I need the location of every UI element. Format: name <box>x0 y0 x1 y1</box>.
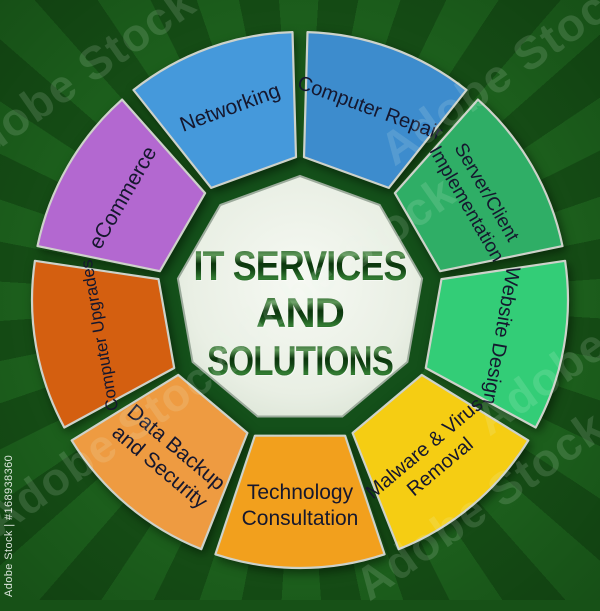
segment-technology-consultation <box>214 434 386 570</box>
segment-computer-upgrades <box>30 259 176 429</box>
center-title-line-3: SOLUTIONS <box>207 337 393 384</box>
center-title-line-1: IT SERVICES <box>194 242 407 289</box>
stock-credit: Adobe Stock | #168938360 <box>3 454 15 597</box>
segment-server-client-implementation <box>393 98 564 273</box>
segment-computer-repair <box>302 31 468 189</box>
segment-networking <box>132 31 298 189</box>
segment-data-backup-and-security <box>70 373 249 551</box>
segment-ecommerce <box>36 98 207 273</box>
center-polygon <box>176 174 424 418</box>
center-title-line-2: AND <box>256 289 344 336</box>
segment-malware-virus-removal <box>351 373 530 551</box>
segment-website-design <box>424 259 570 429</box>
